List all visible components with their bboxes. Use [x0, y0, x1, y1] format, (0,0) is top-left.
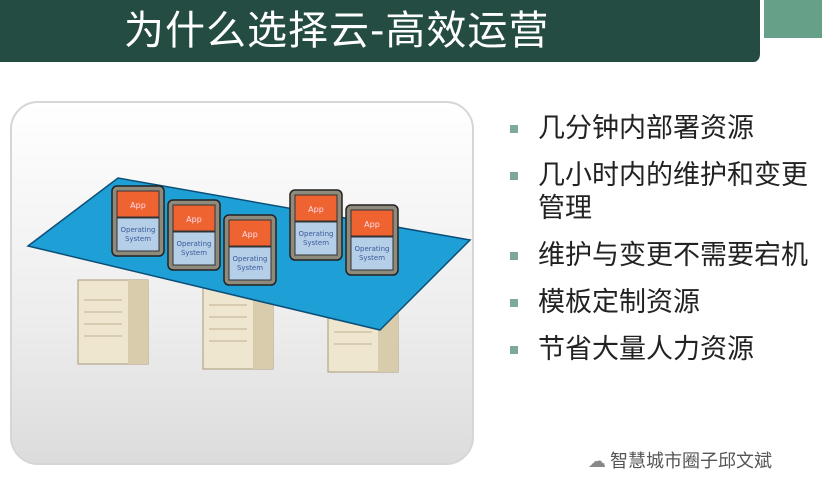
- server-icon: [202, 284, 274, 370]
- os-label: Operating: [121, 226, 156, 234]
- app-label: App: [242, 230, 258, 239]
- wechat-icon: ☁: [588, 451, 606, 472]
- os-label: System: [303, 239, 329, 247]
- os-label: Operating: [233, 255, 268, 263]
- bullet-list: 几分钟内部署资源 几小时内的维护和变更管理 维护与变更不需要宕机 模板定制资源 …: [508, 112, 808, 380]
- app-label: App: [308, 205, 324, 214]
- os-label: System: [181, 249, 207, 257]
- os-label: Operating: [355, 245, 390, 253]
- server-icon: [77, 279, 149, 365]
- bullet-item: 几分钟内部署资源: [508, 112, 808, 145]
- watermark: ☁智慧城市圈子邱文斌: [588, 447, 772, 473]
- os-label: System: [237, 264, 263, 272]
- app-label: App: [186, 215, 202, 224]
- os-label: Operating: [299, 230, 334, 238]
- watermark-text: 智慧城市圈子邱文斌: [610, 451, 772, 472]
- os-label: System: [125, 235, 151, 243]
- app-label: App: [130, 201, 146, 210]
- app-label: App: [364, 220, 380, 229]
- slide-title: 为什么选择云-高效运营: [124, 8, 550, 54]
- title-bar: 为什么选择云-高效运营: [0, 0, 762, 62]
- bullet-item: 维护与变更不需要宕机: [508, 239, 808, 272]
- os-label: Operating: [177, 240, 212, 248]
- bullet-item: 节省大量人力资源: [508, 333, 808, 366]
- os-label: System: [359, 254, 385, 262]
- bullet-item: 几小时内的维护和变更管理: [508, 159, 808, 225]
- accent-bar: [764, 0, 822, 38]
- bullet-item: 模板定制资源: [508, 286, 808, 319]
